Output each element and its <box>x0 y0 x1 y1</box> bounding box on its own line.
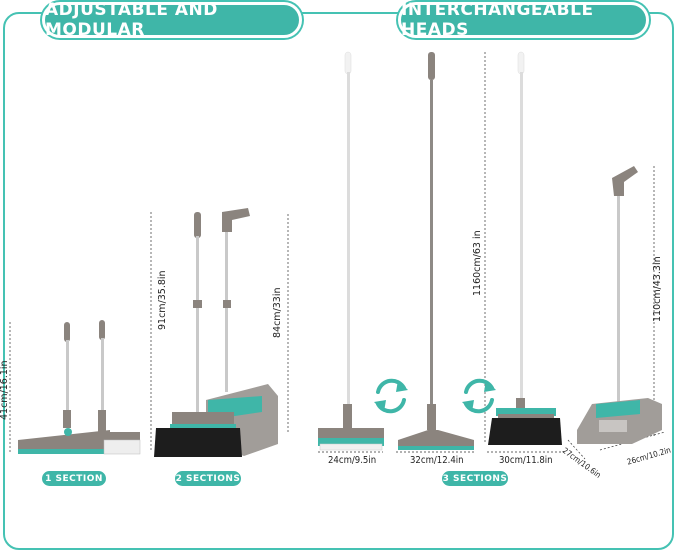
dimension-lines <box>9 52 666 460</box>
swap-arrow-tip <box>396 380 408 392</box>
squeegee-head <box>398 430 474 450</box>
broom-head <box>488 408 562 445</box>
header-interchangeable: INTERCHANGEABLE HEADS <box>398 0 649 40</box>
label-32cm: 32cm/12.4in <box>410 455 464 466</box>
content-frame <box>3 12 674 550</box>
badge-3-sections: 3 SECTIONS <box>442 471 508 486</box>
label-84cm: 84cm/33in <box>272 287 283 338</box>
label-110cm: 110cm/43.3in <box>652 256 663 322</box>
swap-arrow-tip <box>484 380 496 392</box>
label-30cm: 30cm/11.8in <box>499 455 553 466</box>
dustpan-tall <box>577 398 662 444</box>
label-24cm: 24cm/9.5in <box>328 455 377 466</box>
scrub-brush-head <box>318 428 384 451</box>
swap-arrow-tip <box>462 400 474 412</box>
label-91cm: 91cm/35.8in <box>157 270 168 330</box>
badge-2-sections: 2 SECTIONS <box>175 471 241 486</box>
broom-one-section <box>18 320 141 455</box>
swap-arrow-tip <box>374 400 386 412</box>
broom-dustpan-two-sections <box>154 208 278 457</box>
label-41cm: 41cm/16.1in <box>0 360 10 420</box>
tall-handles <box>343 51 638 430</box>
header-adjustable: ADJUSTABLE AND MODULAR <box>42 0 302 40</box>
badge-1-section: 1 SECTION <box>42 471 106 486</box>
label-1160cm: 1160cm/63 in <box>472 230 483 296</box>
